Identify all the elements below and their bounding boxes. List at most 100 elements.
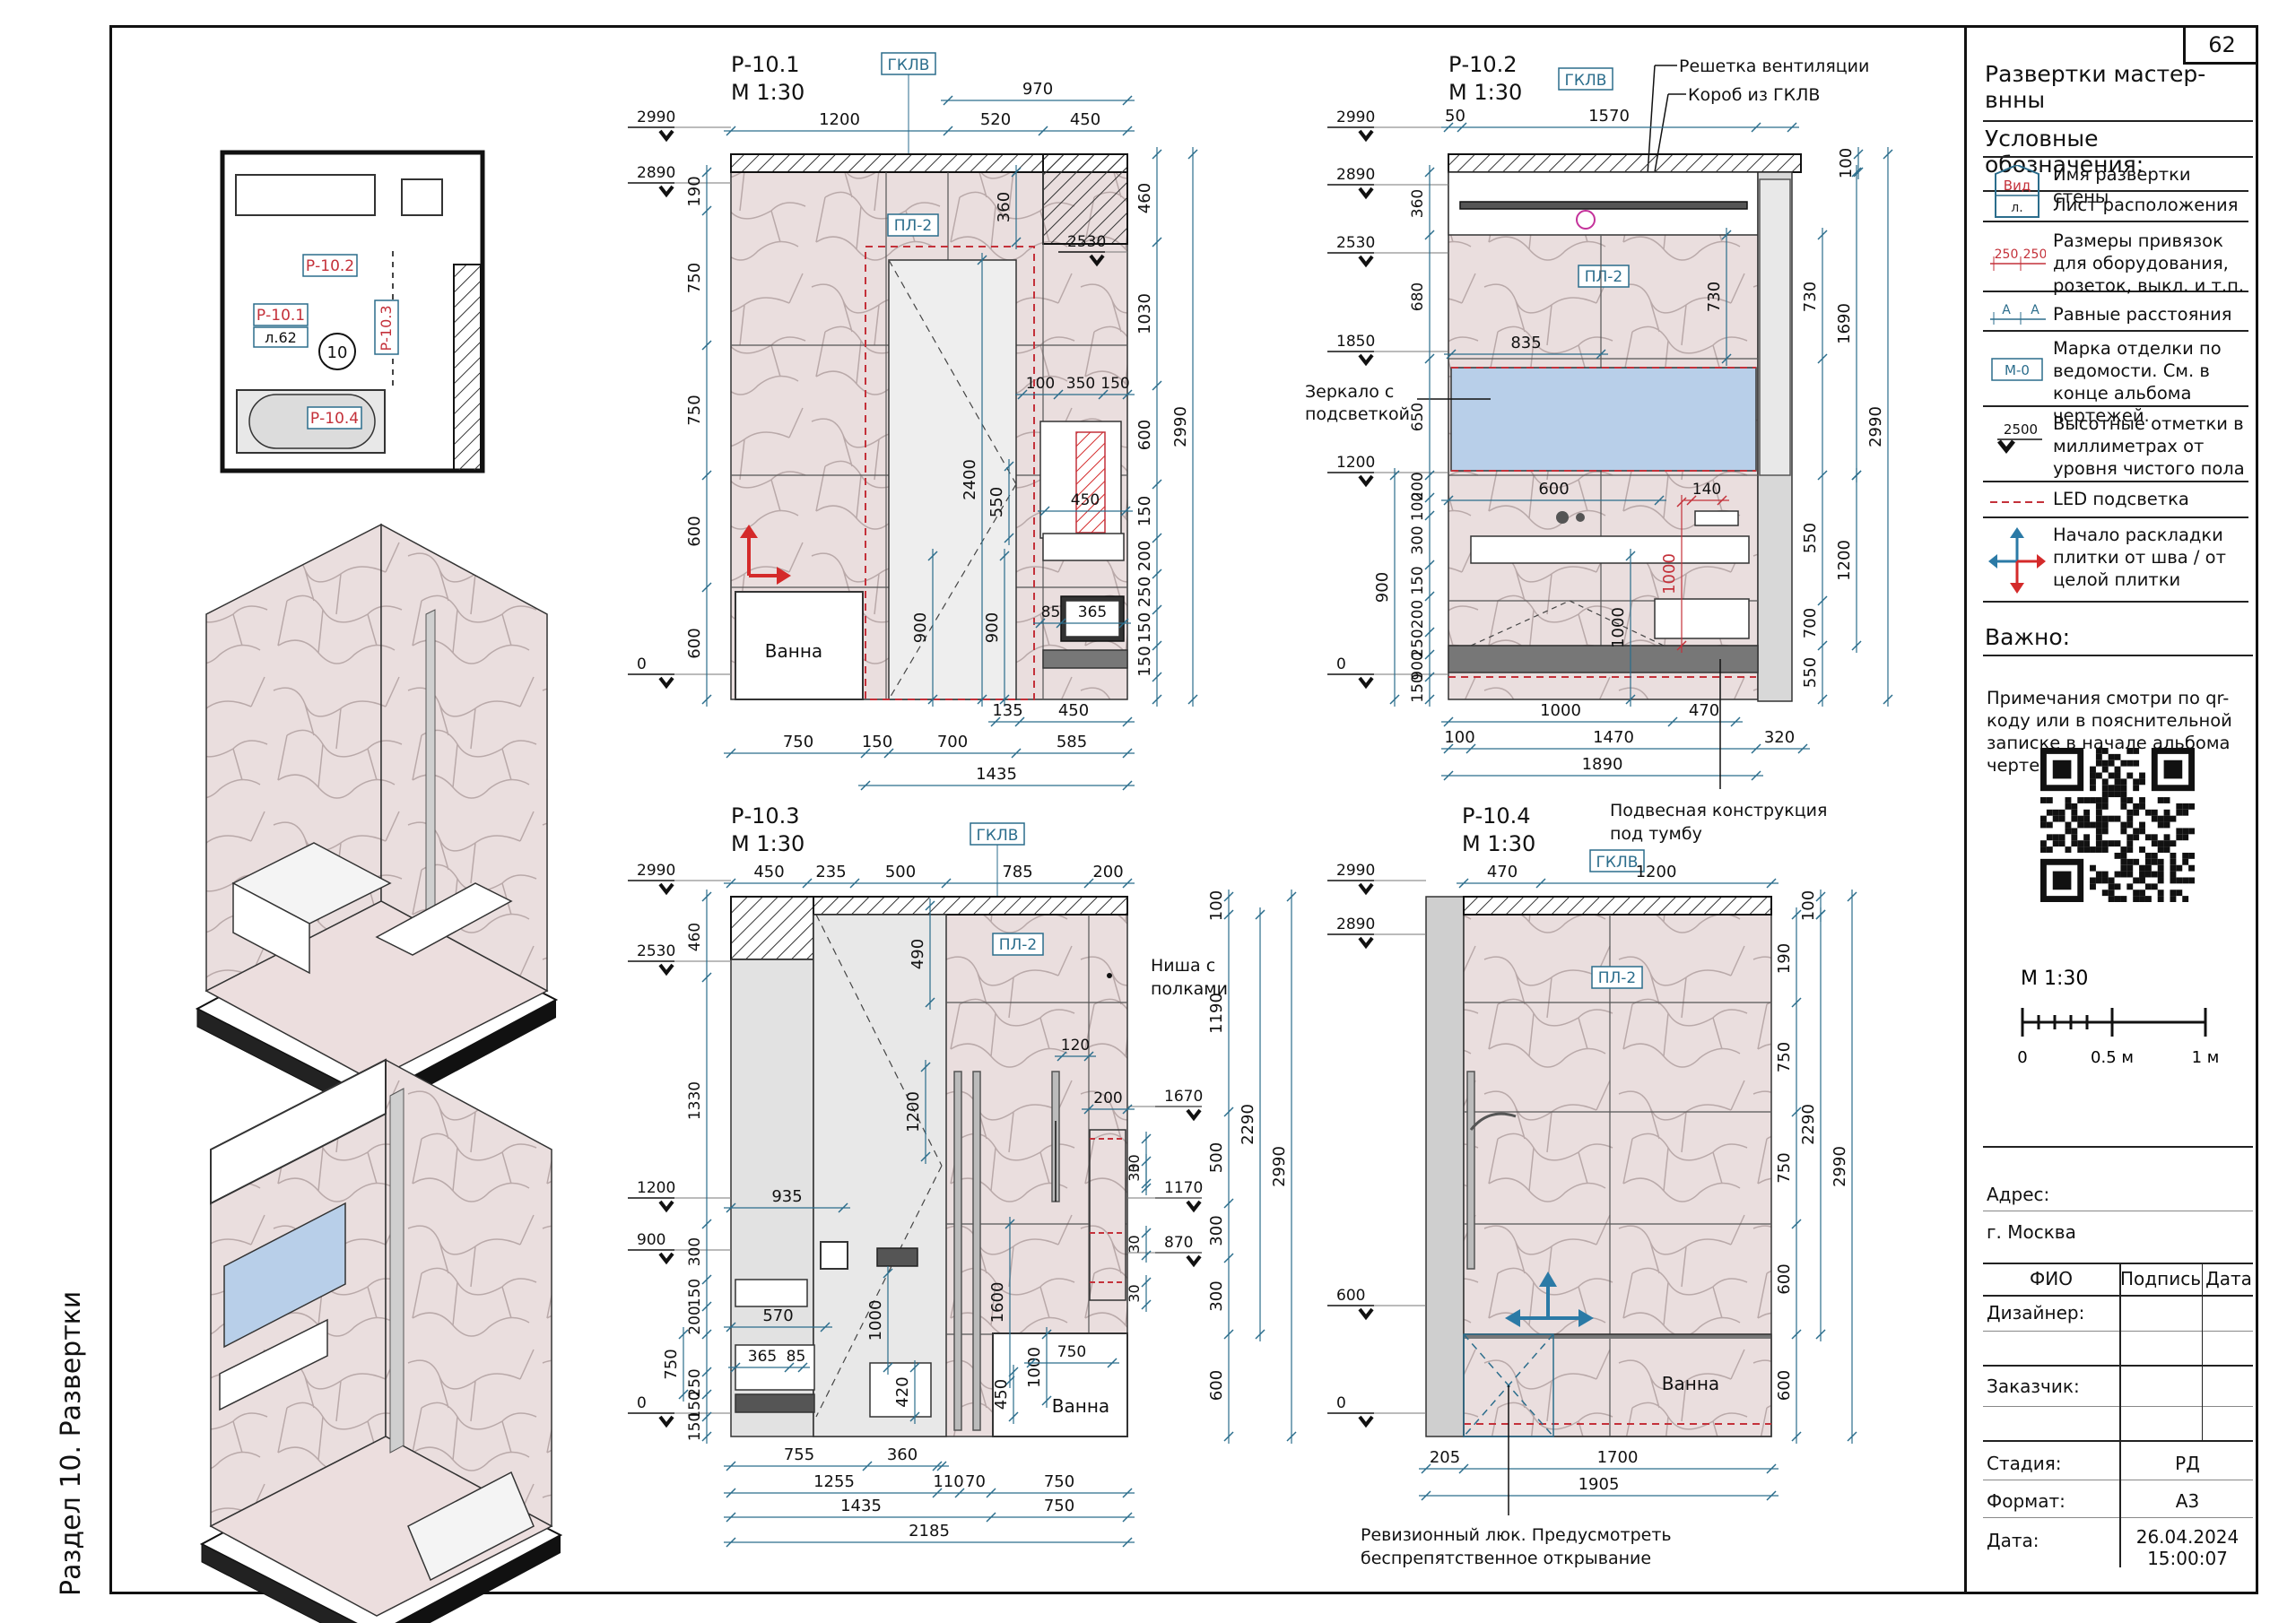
- dimension-tick: [701, 582, 712, 593]
- plan-sheet-ref: [253, 326, 309, 348]
- dimension-tick: [820, 1322, 831, 1332]
- dimension-label: 200: [1409, 600, 1427, 629]
- legend-label: LED подсветка: [2053, 489, 2189, 509]
- qr-module: [2077, 815, 2084, 822]
- dimension-tick: [1424, 167, 1435, 178]
- sink: [1042, 533, 1125, 561]
- dimension-label: 750: [685, 395, 704, 425]
- dimension-tick: [1152, 604, 1162, 615]
- dimension-label: 1435: [840, 1497, 882, 1515]
- qr-module: [2182, 858, 2189, 865]
- level-label: 2530: [637, 942, 675, 960]
- level-label: 0: [637, 655, 647, 673]
- view-title: Р-10.2: [1448, 52, 1518, 77]
- dimension-tick: [1817, 694, 1828, 705]
- dimension-tick: [1141, 1133, 1152, 1144]
- dimension-label: 460: [1135, 183, 1154, 213]
- dimension-tick: [977, 694, 987, 705]
- level-mark-icon: [1358, 187, 1374, 200]
- qr-module: [2090, 797, 2096, 803]
- dimension-tick: [1122, 389, 1133, 400]
- dimension-tick: [1223, 1107, 1234, 1117]
- level-mark-icon: [658, 963, 674, 976]
- dimension-tick: [1152, 380, 1162, 391]
- door-swing: [815, 1165, 943, 1418]
- qr-module: [2163, 834, 2170, 841]
- level-mark-icon: [1358, 1307, 1374, 1321]
- qr-module: [2157, 797, 2164, 803]
- dimension-label: 1000: [1609, 607, 1628, 648]
- qr-module: [2101, 791, 2109, 798]
- level-mark-icon: [1186, 1254, 1202, 1268]
- qr-module: [2095, 871, 2102, 878]
- qr-module: [2126, 834, 2134, 841]
- stage-value: РД: [2175, 1453, 2200, 1474]
- dimension-tick: [1686, 495, 1697, 506]
- qr-module: [2170, 877, 2177, 884]
- ceiling-slab: [813, 896, 1128, 916]
- qr-module: [2108, 815, 2115, 822]
- bath-tub: [735, 591, 864, 700]
- dimension-tick: [701, 891, 712, 902]
- dimension-tick: [990, 716, 1001, 727]
- dimension-tick: [1038, 126, 1048, 136]
- dimension-tick: [1389, 470, 1400, 481]
- qr-module: [2065, 846, 2072, 853]
- qr-module: [2170, 852, 2177, 859]
- dimension-label: 1000: [1660, 553, 1679, 595]
- grab-bar: [972, 1071, 981, 1431]
- qr-module: [2114, 815, 2121, 822]
- qr-module: [2101, 766, 2109, 773]
- level-mark-icon: [658, 1200, 674, 1213]
- qr-module: [2176, 834, 2183, 841]
- qr-module: [2077, 846, 2084, 853]
- level-label: 1670: [1164, 1088, 1203, 1106]
- dimension-tick: [936, 1461, 947, 1471]
- qr-module: [2108, 883, 2115, 890]
- qr-module: [2157, 815, 2164, 822]
- hidden-line: [1569, 600, 1665, 647]
- level-mark-icon: [1358, 882, 1374, 896]
- dimension-label: 900: [1409, 651, 1427, 680]
- qr-module: [2133, 834, 2140, 841]
- iso-vanity: [375, 882, 513, 956]
- qr-module: [2058, 840, 2066, 847]
- qr-module: [2095, 797, 2102, 803]
- qr-module: [2126, 797, 2134, 803]
- qr-module: [2077, 797, 2084, 803]
- qr-module: [2040, 840, 2047, 847]
- dimension-tick: [883, 1268, 893, 1279]
- qr-module: [2114, 772, 2121, 779]
- dimension-tick: [925, 997, 935, 1008]
- dimension-label: 750: [1057, 1343, 1086, 1361]
- qr-module: [2071, 828, 2078, 835]
- niche: [1089, 1129, 1126, 1301]
- drawing-frame: [109, 25, 2258, 1594]
- dimension-label: 150: [686, 1391, 704, 1419]
- qr-module: [2133, 828, 2140, 835]
- dimension-tick: [1851, 640, 1862, 651]
- date-value: 26.04.2024: [2135, 1526, 2239, 1548]
- dimension-tick: [1004, 1219, 1015, 1229]
- qr-code-icon[interactable]: [2040, 748, 2195, 902]
- toilet: [869, 1362, 932, 1418]
- dimension-label: 1000: [1540, 701, 1581, 720]
- dimension-tick: [1014, 716, 1025, 727]
- iso-vanity: [219, 1318, 328, 1411]
- dimension-label: 550: [1801, 657, 1820, 688]
- qr-module: [2182, 809, 2189, 816]
- qr-module: [2157, 821, 2164, 829]
- dimension-label: 150: [862, 733, 892, 751]
- dimension-label: 360: [995, 192, 1013, 222]
- dimension-tick: [999, 551, 1010, 561]
- dimension-label: 2290: [1799, 1104, 1818, 1145]
- qr-module: [2114, 785, 2121, 792]
- qr-module: [2108, 785, 2115, 792]
- callout-text: Короб из ГКЛВ: [1688, 85, 1820, 105]
- qr-module: [2176, 809, 2183, 816]
- dimension-label: 900: [983, 612, 1002, 643]
- dimension-tick: [1766, 878, 1777, 889]
- dimension-tick: [1424, 591, 1435, 602]
- qr-module: [2126, 840, 2134, 847]
- dimension-tick: [678, 1389, 689, 1400]
